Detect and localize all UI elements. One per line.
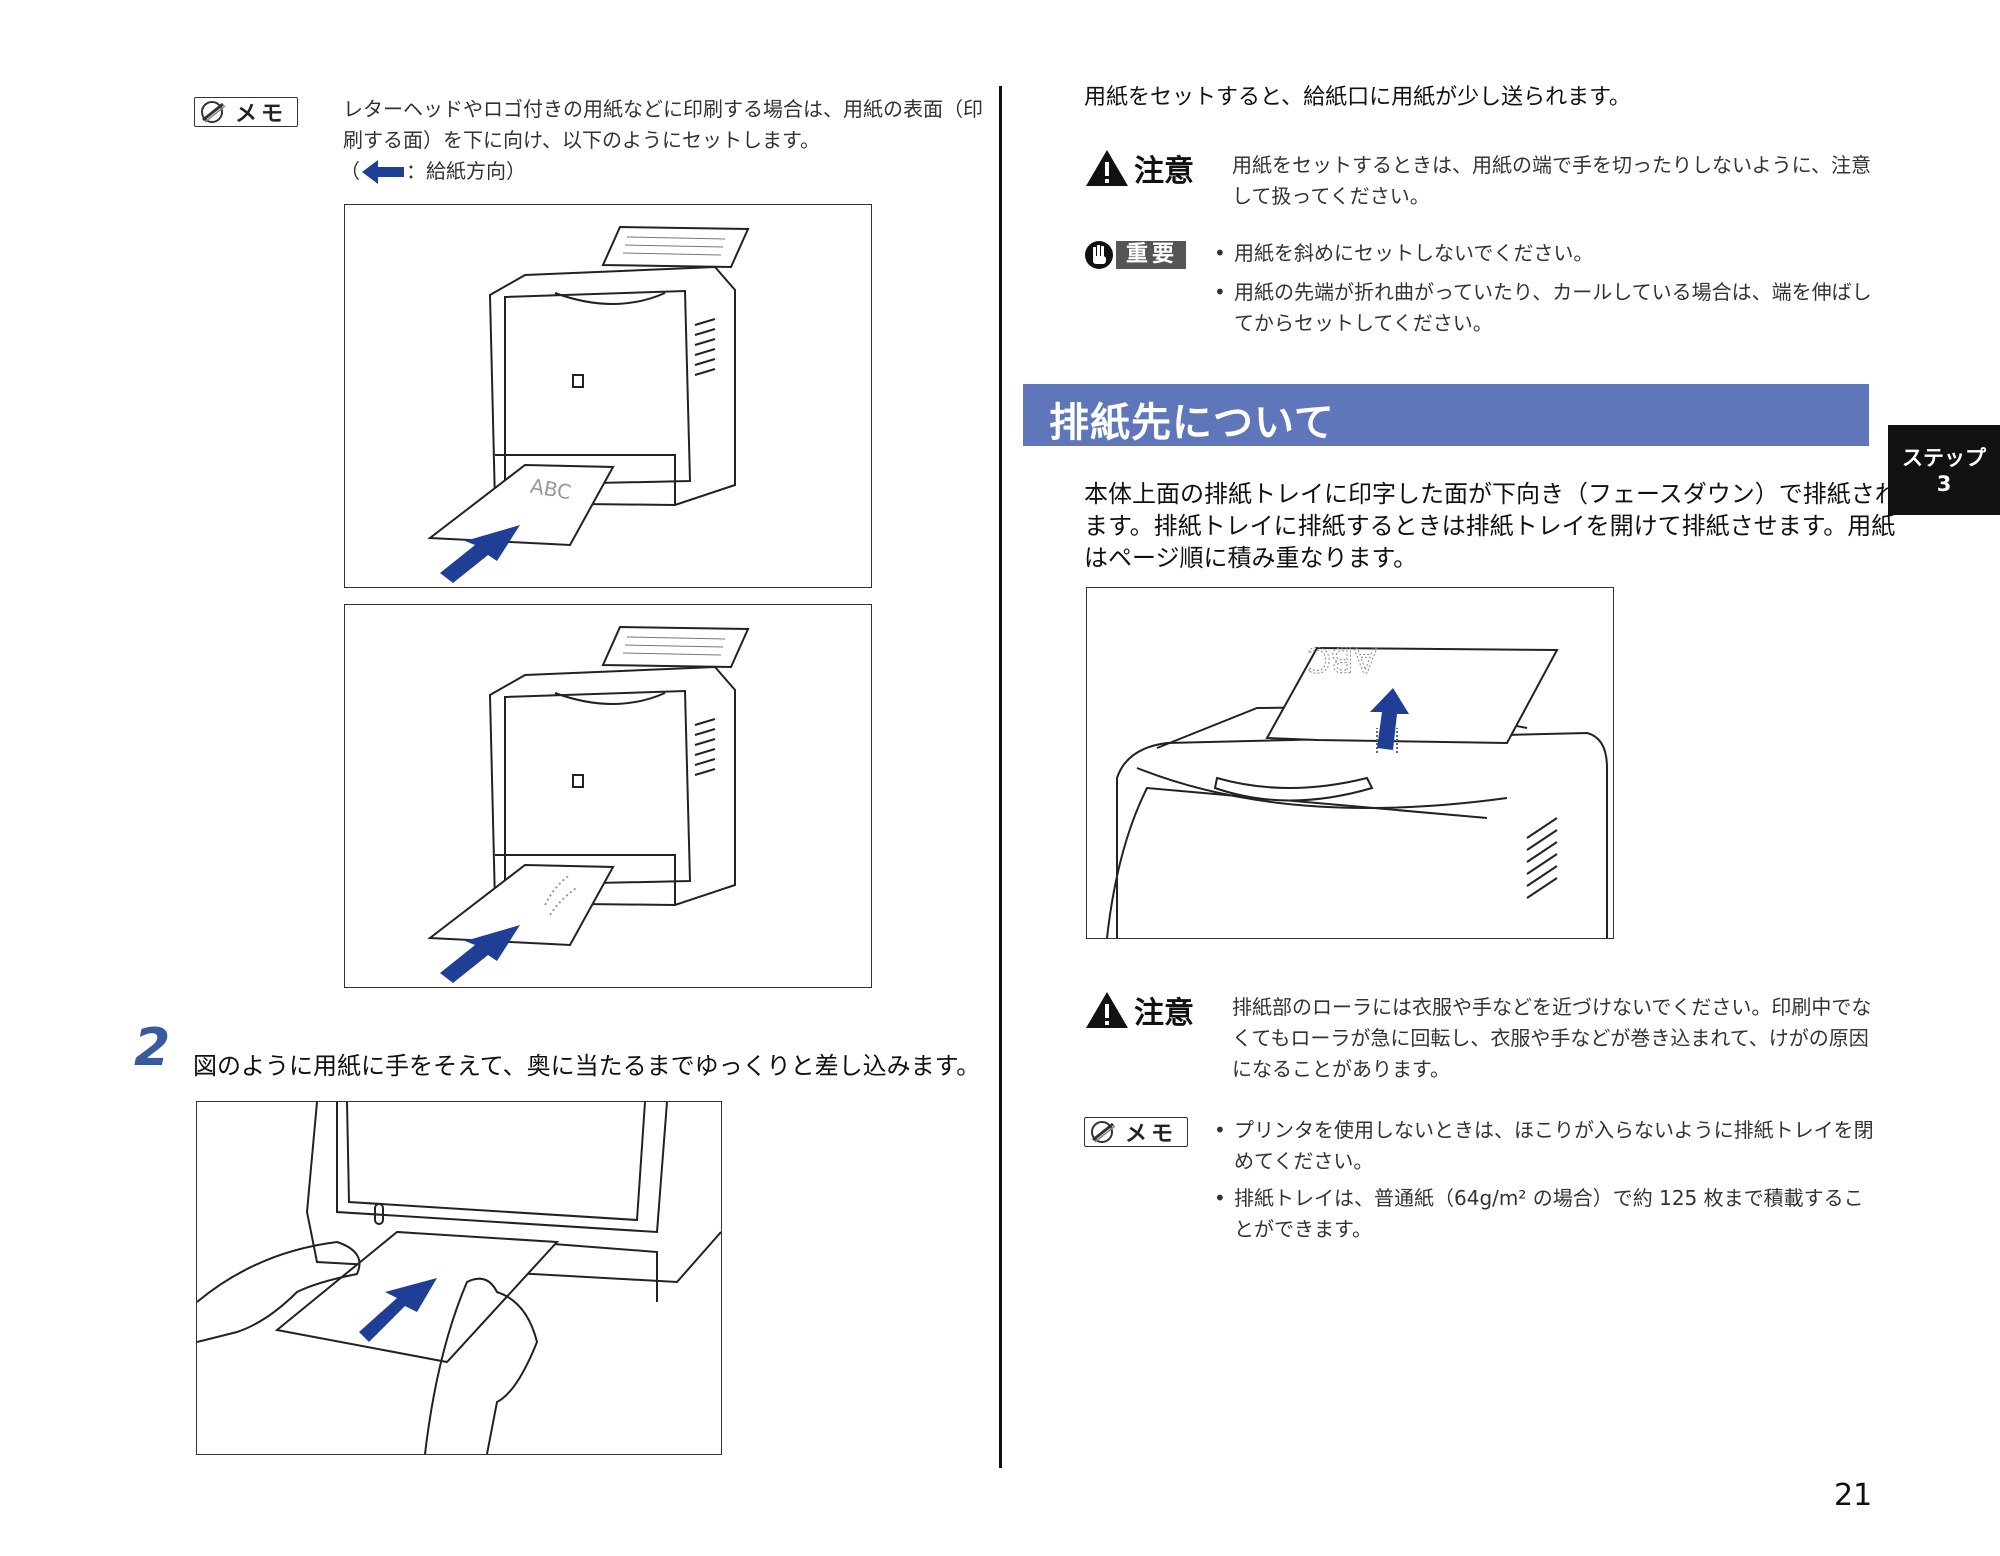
memo-item-1-line2: めてください。 bbox=[1234, 1149, 1374, 1173]
memo-text-line2: 刷する面）を下に向け、以下のようにセットします。 bbox=[343, 128, 820, 152]
section-body-line1: 本体上面の排紙トレイに印字した面が下向き（フェースダウン）で排紙され bbox=[1084, 480, 1899, 508]
caution-block-2: 注意 bbox=[1084, 988, 1194, 1032]
memo-badge-2: メモ bbox=[1084, 1117, 1188, 1147]
important-badge: 重要 bbox=[1084, 240, 1190, 270]
output-paper-print-text: ABC bbox=[1307, 639, 1377, 679]
page-number: 21 bbox=[1834, 1478, 1873, 1513]
feed-intro-text: 用紙をセットすると、給紙口に用紙が少し送られます。 bbox=[1084, 85, 1631, 110]
important-label: 重要 bbox=[1116, 241, 1187, 269]
memo-paren: （ bbox=[340, 159, 360, 183]
feed-direction-arrow-icon bbox=[362, 159, 404, 184]
important-item-2-line2: てからセットしてください。 bbox=[1234, 311, 1493, 335]
printer-figure-letterhead-2 bbox=[344, 604, 872, 988]
chapter-tab: ステップ 3 bbox=[1888, 425, 2000, 515]
memo-text-line3: （ ：給紙方向） bbox=[340, 156, 526, 187]
memo-text-line1: レターヘッドやロゴ付きの用紙などに印刷する場合は、用紙の表面（印 bbox=[343, 97, 983, 121]
warning-triangle-icon bbox=[1086, 992, 1128, 1028]
caution-block-1: 注意 bbox=[1084, 146, 1194, 190]
step-instruction: 図のように用紙に手をそえて、奥に当たるまでゆっくりと差し込みます。 bbox=[193, 1052, 981, 1080]
caution1-line1: 用紙をセットするときは、用紙の端で手を切ったりしないように、注意 bbox=[1232, 153, 1871, 177]
output-tray-figure: ABC bbox=[1086, 587, 1614, 939]
important-item-1-text: 用紙を斜めにセットしないでください。 bbox=[1234, 241, 1594, 265]
memo-item-2-line2: とができます。 bbox=[1234, 1217, 1372, 1241]
caution2-line3: になることがあります。 bbox=[1232, 1057, 1450, 1081]
hand-stop-icon bbox=[1085, 241, 1113, 269]
column-divider bbox=[999, 86, 1002, 1468]
warning-triangle-icon bbox=[1086, 150, 1128, 186]
step-number: 2 bbox=[134, 1018, 171, 1078]
section-title: 排紙先について bbox=[1049, 400, 1335, 446]
section-header-output: 排紙先について bbox=[1023, 384, 1869, 446]
memo-item-2-line1: 排紙トレイは、普通紙（64g/m² の場合）で約 125 枚まで積載するこ bbox=[1234, 1186, 1864, 1210]
printer-figure-letterhead-1: ABC bbox=[344, 204, 872, 588]
caution1-line2: して扱ってください。 bbox=[1232, 184, 1430, 208]
memo-item-2: • 排紙トレイは、普通紙（64g/m² の場合）で約 125 枚まで積載するこ … bbox=[1214, 1183, 1874, 1245]
memo-label-2: メモ bbox=[1125, 1122, 1178, 1147]
memo-label: メモ bbox=[235, 102, 288, 127]
tab-line2: 3 bbox=[1936, 472, 1952, 496]
memo-feed-direction: ：給紙方向） bbox=[406, 159, 526, 183]
caution2-line1: 排紙部のローラには衣服や手などを近づけないでください。印刷中でな bbox=[1232, 995, 1872, 1019]
memo-item-1: • プリンタを使用しないときは、ほこりが入らないように排紙トレイを閉 めてくださ… bbox=[1214, 1115, 1874, 1177]
tab-line1: ステップ bbox=[1902, 446, 1986, 470]
bullet-dot: • bbox=[1214, 241, 1226, 265]
bullet-dot: • bbox=[1214, 1186, 1226, 1210]
caution-label: 注意 bbox=[1134, 154, 1194, 189]
important-item-2-line1: 用紙の先端が折れ曲がっていたり、カールしている場合は、端を伸ばし bbox=[1234, 280, 1872, 304]
section-body-line2: ます。排紙トレイに排紙するときは排紙トレイを開けて排紙させます。用紙 bbox=[1084, 512, 1896, 540]
pencil-icon bbox=[201, 101, 226, 123]
section-body-line3: はページ順に積み重なります。 bbox=[1084, 544, 1418, 572]
pencil-icon bbox=[1091, 1121, 1116, 1143]
caution-label-2: 注意 bbox=[1134, 996, 1194, 1031]
important-item-1: • 用紙を斜めにセットしないでください。 bbox=[1214, 238, 1874, 269]
hand-insertion-figure bbox=[196, 1101, 722, 1455]
memo-item-1-line1: プリンタを使用しないときは、ほこりが入らないように排紙トレイを閉 bbox=[1234, 1118, 1874, 1142]
memo-badge: メモ bbox=[194, 97, 298, 127]
caution2-line2: くてもローラが急に回転し、衣服や手などが巻き込まれて、けがの原因 bbox=[1232, 1026, 1869, 1050]
bullet-dot: • bbox=[1214, 280, 1226, 304]
bullet-dot: • bbox=[1214, 1118, 1226, 1142]
important-item-2: • 用紙の先端が折れ曲がっていたり、カールしている場合は、端を伸ばし てからセッ… bbox=[1214, 277, 1874, 339]
